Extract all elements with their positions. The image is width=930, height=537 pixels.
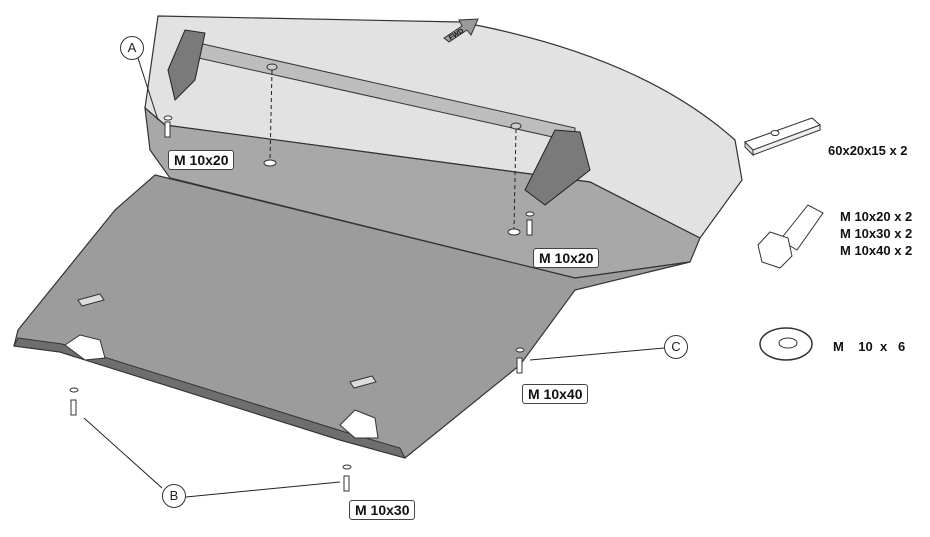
callout-a: A <box>120 36 144 60</box>
spacer-plate-icon <box>744 117 821 157</box>
dashed-line-right <box>513 128 517 230</box>
bolt-right <box>515 347 525 374</box>
hole-left <box>263 159 277 167</box>
nut-right <box>510 122 522 130</box>
tab-bottom <box>349 375 377 389</box>
leader-a <box>136 54 159 121</box>
nut-left <box>266 63 278 71</box>
bolt-top-right <box>525 211 535 236</box>
bolt-label-top-right: M 10x20 <box>533 248 600 268</box>
skid-plate-edge <box>13 337 406 459</box>
bolt-left <box>69 387 79 416</box>
bolt-spec-1: M 10x20 x 2 <box>840 209 913 224</box>
bolt-icon <box>757 204 824 269</box>
plate-spec: 60x20x15 x 2 <box>828 143 908 158</box>
bolt-spec-3: M 10x40 x 2 <box>840 243 913 258</box>
leader-c <box>529 347 665 361</box>
dashed-line-left <box>269 69 273 161</box>
bracket-right <box>524 129 591 206</box>
tab-left <box>77 293 105 307</box>
bolt-label-bottom: M 10x30 <box>349 500 416 520</box>
bracket-left <box>167 29 206 101</box>
bolt-top-left <box>163 115 173 138</box>
callout-c: C <box>664 335 688 359</box>
washer-spec: M 10 x 6 <box>833 339 906 354</box>
bolt-label-right: M 10x40 <box>522 384 589 404</box>
leader-b-left <box>83 417 163 489</box>
callout-b: B <box>162 484 186 508</box>
washer-icon <box>759 327 813 361</box>
bolt-bottom <box>342 464 352 492</box>
leader-b-right <box>185 481 341 498</box>
slot-left <box>64 334 106 361</box>
slot-bottom <box>339 409 379 439</box>
fwd-arrow-icon <box>443 18 479 43</box>
bolt-label-top-left: M 10x20 <box>168 150 235 170</box>
bolt-spec-2: M 10x30 x 2 <box>840 226 913 241</box>
hole-right <box>507 228 521 236</box>
